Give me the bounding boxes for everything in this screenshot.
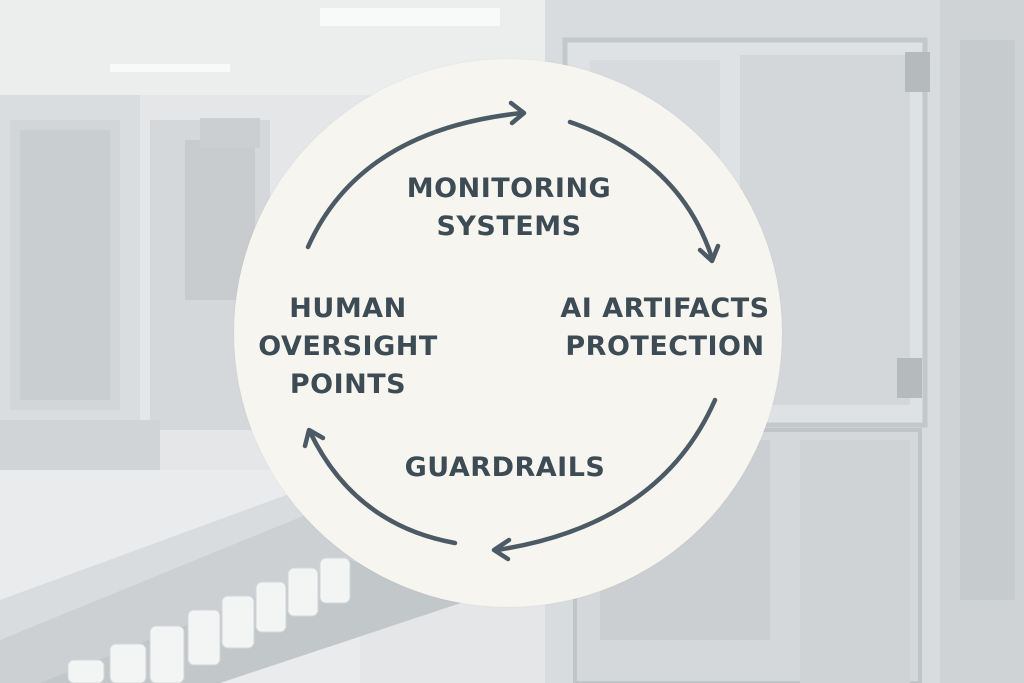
arrow-right-to-bottom <box>494 397 718 553</box>
node-label-line: PROTECTION <box>565 331 765 362</box>
node-ai-artifacts-protection: AI ARTIFACTS PROTECTION <box>560 290 769 366</box>
node-human-oversight-points: HUMAN OVERSIGHT POINTS <box>258 290 438 404</box>
arrowhead-left-icon <box>302 427 326 449</box>
node-label-line: MONITORING <box>406 173 612 204</box>
arrowhead-top-icon <box>508 100 527 126</box>
arrow-left-to-top <box>305 110 525 250</box>
arrow-top-to-right <box>567 119 715 261</box>
node-monitoring-systems: MONITORING SYSTEMS <box>407 170 611 246</box>
node-label-line: AI ARTIFACTS <box>560 293 770 324</box>
node-label-line: SYSTEMS <box>436 211 582 242</box>
node-label-line: POINTS <box>289 369 407 400</box>
arrow-bottom-to-left <box>307 429 458 546</box>
arrowhead-bottom-icon <box>491 537 512 562</box>
diagram-circle <box>234 59 782 607</box>
node-label-line: GUARDRAILS <box>404 452 606 483</box>
node-label-line: HUMAN <box>289 293 407 324</box>
node-label-line: OVERSIGHT <box>258 331 438 362</box>
node-guardrails: GUARDRAILS <box>405 449 606 487</box>
arrowhead-right-icon <box>697 243 721 264</box>
